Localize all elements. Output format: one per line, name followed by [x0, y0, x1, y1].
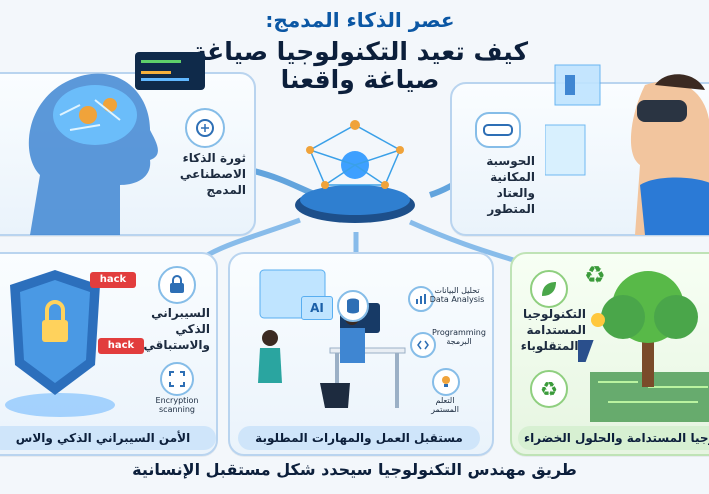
learning-label: التعلم المستمر: [431, 396, 459, 414]
leaf-icon: [530, 270, 568, 308]
vr-person-illustration: [544, 45, 709, 235]
spatial-label: الحوسبة المكانية والعتاد المتطور: [486, 154, 535, 216]
recycle-icon: ♻: [530, 370, 568, 408]
security-footer: الأمن السيبراني الذكي والاس: [0, 426, 216, 450]
page-title-line2: كيف تعيد التكنولوجيا صياغة: [191, 37, 528, 66]
data-analysis-label: تحليل البيانات Data Analysis: [429, 286, 485, 304]
programming-label: Programming البرمجة: [432, 328, 486, 346]
encryption-label: Encryption scanning: [155, 396, 199, 414]
ai-label: ثورة الذكاء الاصطناعي المدمج: [179, 151, 246, 197]
work-desk-illustration: [240, 258, 410, 418]
vr-glasses-icon: [475, 112, 521, 148]
lightbulb-icon: [432, 368, 460, 396]
database-icon: [337, 290, 369, 322]
page-title-line1: عصر الذكاء المدمج:: [265, 8, 455, 32]
green-label: التكنولوجيا المستدامة والمتقلوباء: [520, 307, 586, 353]
central-network-hub: [280, 110, 430, 240]
code-window: [135, 52, 205, 90]
brain-icon: [185, 108, 225, 148]
security-shield-illustration: [0, 255, 150, 425]
lock-icon: [158, 266, 196, 304]
ai-screen: AI: [301, 296, 333, 320]
green-footer: وجيا المستدامة والحلول الخضراء: [518, 426, 709, 450]
tree-circuit-illustration: [549, 262, 709, 427]
security-label: السيبراني الذكي والاستباقي: [143, 306, 210, 352]
chart-icon: [408, 286, 434, 312]
ai-head-illustration: [0, 45, 180, 235]
hack-tag-1: hack: [90, 272, 136, 288]
hack-tag-2: hack: [98, 338, 144, 354]
page-title-line3: صياغة واقعنا: [280, 65, 440, 94]
bottom-banner: طريق مهندس التكنولوجيا سيحدد شكل مستقبل …: [132, 460, 577, 479]
code-icon: [410, 332, 436, 358]
recycle-icon-top: ♻: [584, 261, 606, 289]
scan-icon: [160, 362, 194, 396]
work-footer: مستقبل العمل والمهارات المطلوبة: [238, 426, 480, 450]
